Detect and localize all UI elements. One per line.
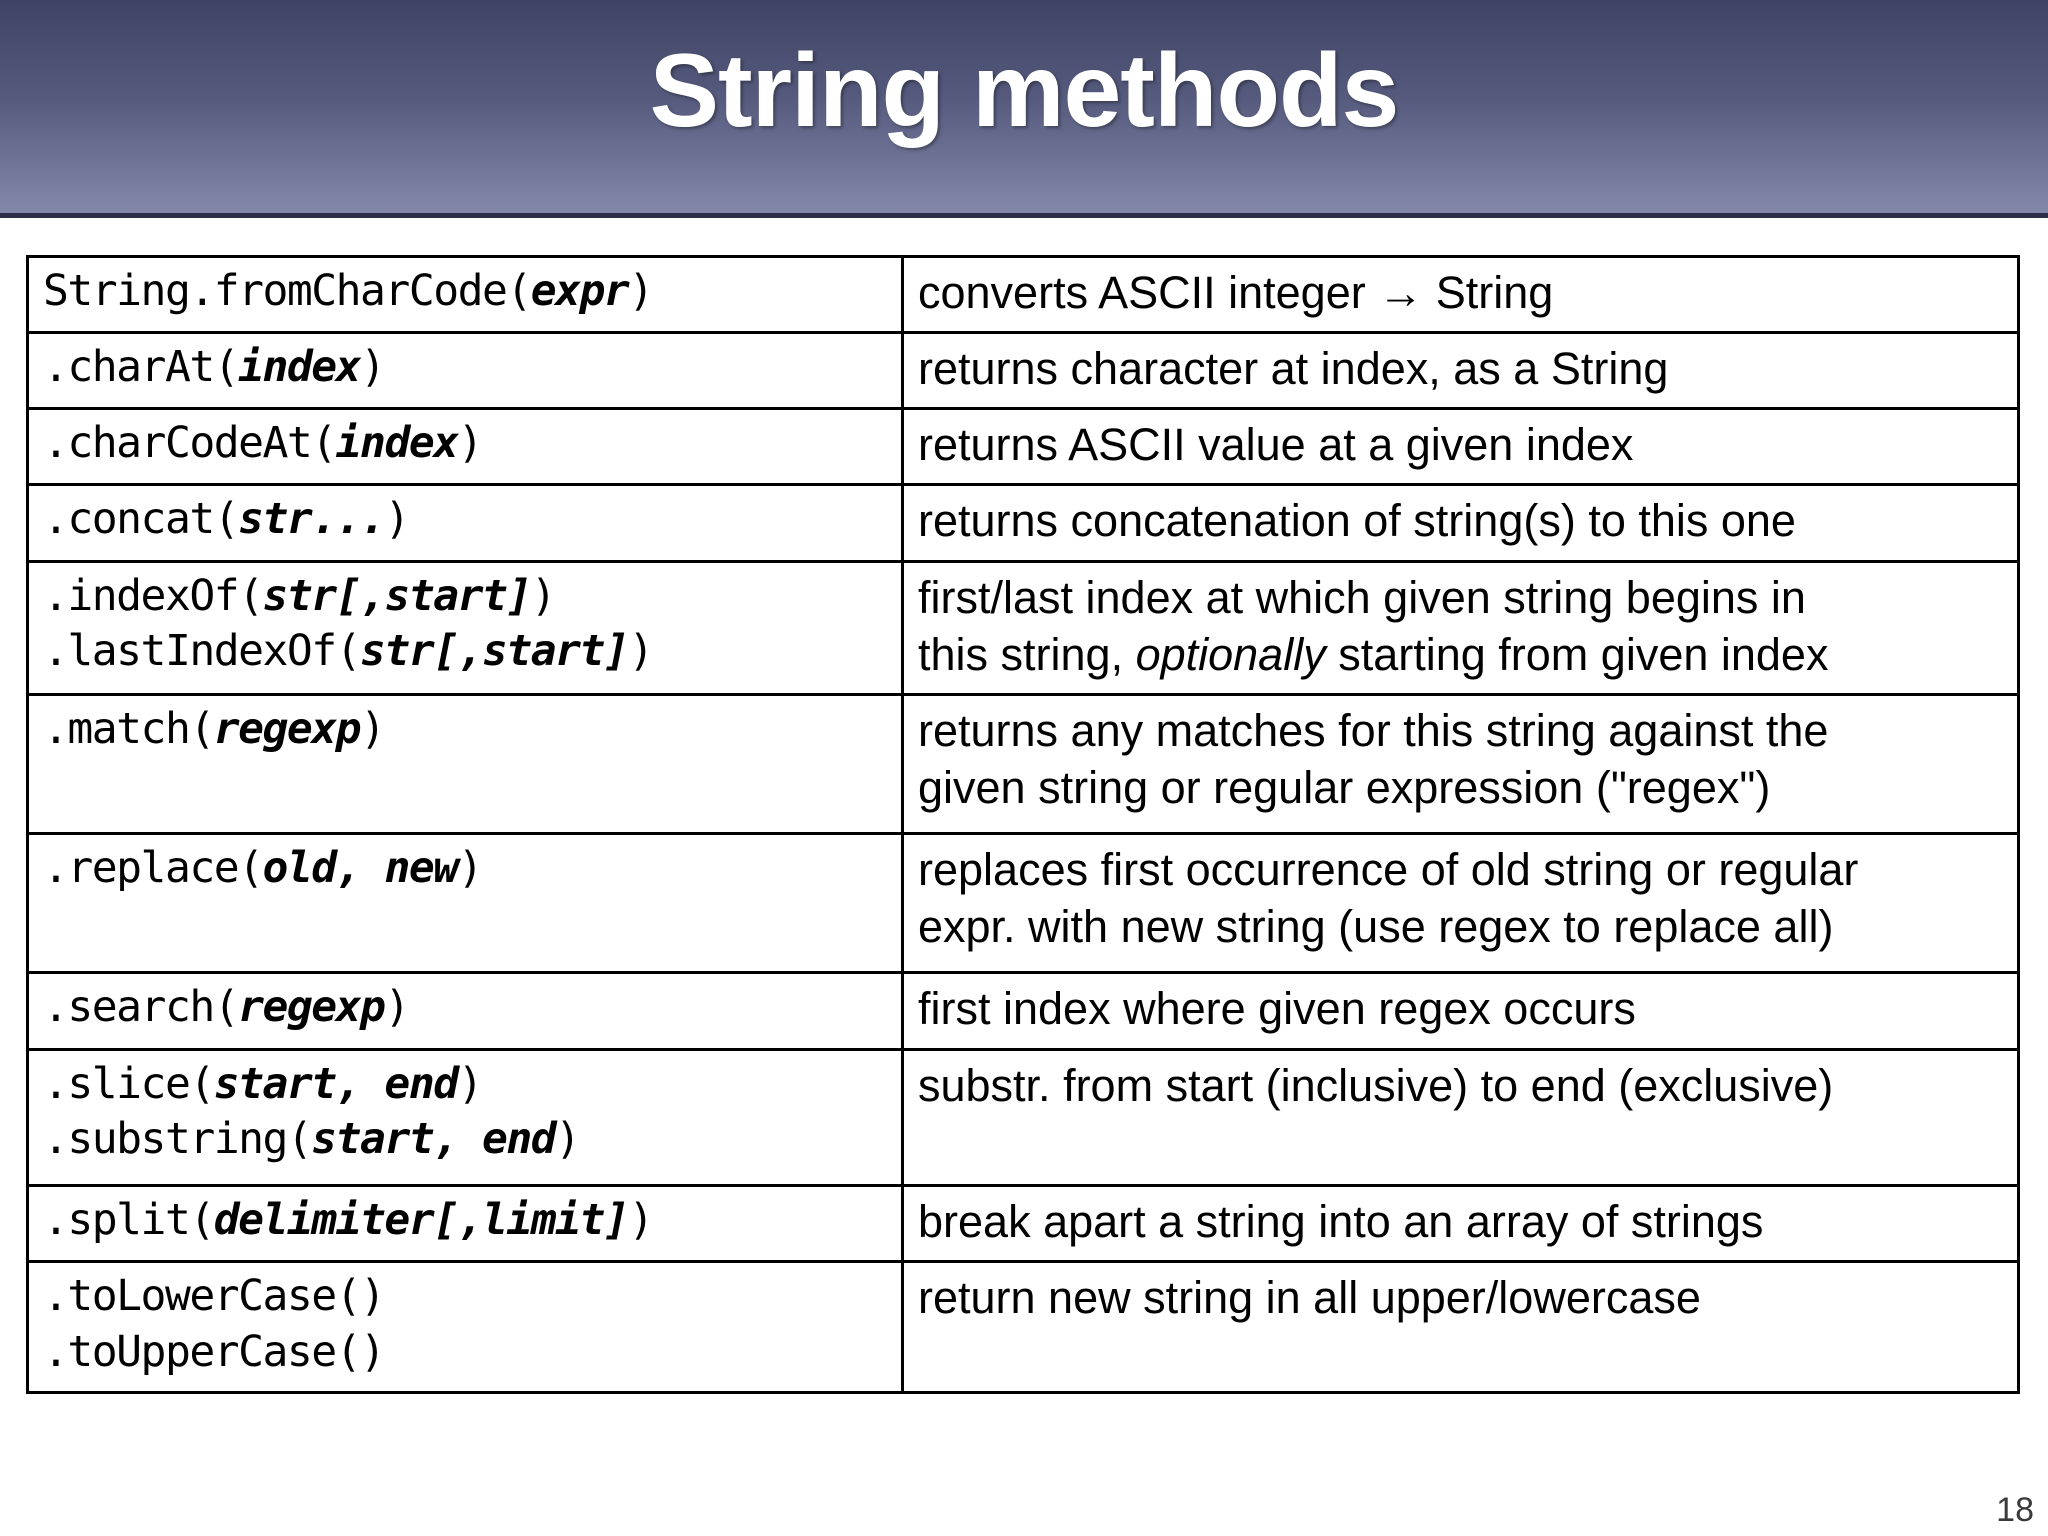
- sig-arg: regexp: [213, 703, 362, 754]
- method-signature-cell: .replace(old, new): [26, 832, 904, 975]
- sig-text-static: .replace(: [43, 843, 264, 894]
- desc-line: returns any matches for this string agai…: [918, 704, 1829, 756]
- desc-line: returns character at index, as a String: [918, 343, 1669, 395]
- method-description-cell: break apart a string into an array of st…: [901, 1184, 2020, 1264]
- desc-line: returns ASCII value at a given index: [918, 419, 1634, 471]
- sig-line-1: .toLowerCase(): [43, 1271, 386, 1322]
- page-title: String methods: [649, 33, 1400, 149]
- method-signature-cell: .concat(str...): [26, 483, 904, 563]
- sig-text-close: ): [530, 570, 557, 621]
- desc-italic-word: optionally: [1135, 628, 1326, 680]
- sig-arg: index: [238, 342, 361, 393]
- sig-text-static: .slice(: [43, 1058, 215, 1109]
- desc-line-2: given string or regular expression ("reg…: [918, 761, 1771, 813]
- method-description-cell: returns any matches for this string agai…: [901, 692, 2020, 836]
- sig-arg: expr: [530, 266, 630, 316]
- sig-text-close: ): [384, 982, 410, 1033]
- method-description-cell: replaces first occurrence of old string …: [901, 832, 2020, 975]
- sig-text-close: ): [628, 626, 654, 677]
- sig-text-close: ): [628, 1195, 654, 1246]
- string-methods-table: String.fromCharCode(expr) converts ASCII…: [26, 254, 2020, 1395]
- table-row: .charAt(index) returns character at inde…: [26, 331, 2020, 411]
- desc-line: substr. from start (inclusive) to end (e…: [918, 1059, 1834, 1111]
- sig-text-close: ): [628, 266, 654, 316]
- table-row: .charCodeAt(index) returns ASCII value a…: [26, 407, 2020, 487]
- method-signature-cell: .indexOf(str[,start]).lastIndexOf(str[,s…: [26, 559, 904, 696]
- method-description-cell: substr. from start (inclusive) to end (e…: [901, 1047, 2020, 1188]
- table-row: .match(regexp) returns any matches for t…: [26, 692, 2020, 836]
- method-signature-cell: .charAt(index): [26, 331, 904, 411]
- method-description-cell: returns concatenation of string(s) to th…: [901, 483, 2020, 563]
- table-row: String.fromCharCode(expr) converts ASCII…: [26, 254, 2020, 335]
- table-row: .search(regexp) first index where given …: [26, 971, 2020, 1051]
- sig-text-close: ): [555, 1114, 581, 1165]
- method-signature-cell: .toLowerCase().toUpperCase(): [26, 1260, 904, 1395]
- page-number: 18: [1996, 1491, 2034, 1529]
- table-row: .slice(start, end).substring(start, end)…: [26, 1047, 2020, 1188]
- sig-arg: str...: [238, 494, 386, 545]
- sig-text-static: .indexOf(: [43, 570, 264, 621]
- sig-text-close: ): [457, 843, 484, 894]
- sig-text-static: .match(: [43, 703, 215, 754]
- sig-arg: start, end: [213, 1058, 459, 1109]
- method-description-cell: returns ASCII value at a given index: [901, 407, 2020, 487]
- title-banner: String methods: [0, 0, 2048, 218]
- sig-arg: delimiter[,limit]: [213, 1195, 630, 1246]
- sig-text-static: .lastIndexOf(: [43, 626, 362, 677]
- desc-line: converts ASCII integer → String: [918, 267, 1554, 318]
- sig-text-static: .split(: [43, 1195, 215, 1246]
- sig-text-static: String.fromCharCode(: [43, 266, 532, 316]
- method-signature-cell: .slice(start, end).substring(start, end): [26, 1047, 904, 1188]
- sig-arg: str[,start]: [360, 626, 630, 677]
- sig-text-close: ): [360, 703, 386, 754]
- sig-arg: old, new: [262, 843, 460, 894]
- method-signature-cell: .split(delimiter[,limit]): [26, 1184, 904, 1264]
- sig-arg: str[,start]: [262, 570, 533, 621]
- desc-line: replaces first occurrence of old string …: [918, 844, 1859, 896]
- sig-text-close: ): [457, 418, 484, 469]
- sig-arg: regexp: [238, 982, 386, 1033]
- desc-line: returns concatenation of string(s) to th…: [918, 495, 1796, 547]
- desc-line: first index where given regex occurs: [918, 983, 1636, 1035]
- table-row: .split(delimiter[,limit]) break apart a …: [26, 1184, 2020, 1264]
- sig-arg: start, end: [311, 1114, 556, 1165]
- sig-text-static: .charCodeAt(: [43, 418, 337, 469]
- desc-line-2: this string, optionally starting from gi…: [918, 628, 1829, 680]
- method-description-cell: return new string in all upper/lowercase: [901, 1260, 2020, 1395]
- table-row: .toLowerCase().toUpperCase() return new …: [26, 1260, 2020, 1395]
- sig-text-static: .substring(: [43, 1114, 313, 1165]
- method-signature-cell: .match(regexp): [26, 692, 904, 836]
- method-description-cell: returns character at index, as a String: [901, 331, 2020, 411]
- sig-text-close: ): [457, 1058, 484, 1109]
- method-signature-cell: .charCodeAt(index): [26, 407, 904, 487]
- desc-line: return new string in all upper/lowercase: [918, 1272, 1701, 1324]
- sig-text-close: ): [360, 342, 386, 393]
- sig-text-static: .concat(: [43, 494, 240, 545]
- method-description-cell: converts ASCII integer → String: [901, 254, 2020, 335]
- sig-text-static: .search(: [43, 982, 240, 1033]
- string-methods-table-wrap: String.fromCharCode(expr) converts ASCII…: [26, 254, 2020, 1395]
- method-description-cell: first index where given regex occurs: [901, 971, 2020, 1051]
- desc-line-2: expr. with new string (use regex to repl…: [918, 901, 1834, 953]
- method-signature-cell: String.fromCharCode(expr): [26, 254, 904, 335]
- method-signature-cell: .search(regexp): [26, 971, 904, 1051]
- sig-spacer: [43, 897, 891, 949]
- desc-line: first/last index at which given string b…: [918, 571, 1806, 623]
- table-row: .indexOf(str[,start]).lastIndexOf(str[,s…: [26, 559, 2020, 696]
- sig-arg: index: [335, 418, 459, 469]
- sig-spacer: [43, 758, 891, 810]
- table-row: .replace(old, new) replaces first occurr…: [26, 832, 2020, 975]
- sig-text-close: ): [384, 494, 410, 545]
- sig-line-2: .lastIndexOf(str[,start]): [43, 624, 891, 680]
- sig-line-2: .toUpperCase(): [43, 1327, 386, 1378]
- desc-line: break apart a string into an array of st…: [918, 1196, 1764, 1248]
- table-row: .concat(str...) returns concatenation of…: [26, 483, 2020, 563]
- sig-text-static: .charAt(: [43, 342, 240, 393]
- method-description-cell: first/last index at which given string b…: [901, 559, 2020, 696]
- sig-line-2: .substring(start, end): [43, 1112, 891, 1168]
